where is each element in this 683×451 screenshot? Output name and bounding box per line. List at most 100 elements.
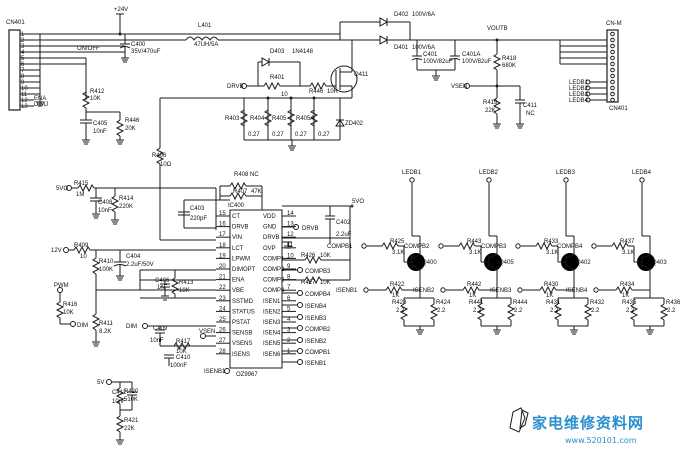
ic-pin-name-10: COMP1 — [263, 256, 285, 262]
r411-ref: R411 — [99, 321, 114, 327]
c406-ref: C406 — [155, 278, 170, 284]
ledb2-pin — [486, 177, 492, 183]
r419-ref: R419 — [483, 100, 498, 106]
ic-pin-name-15: CT — [232, 214, 240, 220]
r410-ref: R410 — [99, 259, 114, 265]
ic-pin-number-13: 13 — [287, 222, 294, 228]
r408-val: NC — [250, 172, 259, 178]
vsen-label: VSEN — [451, 84, 467, 90]
r405a-ref: R405A — [296, 116, 314, 122]
ic-pin-name-8: COMP3 — [263, 278, 285, 284]
ena-net-label: ENA — [34, 96, 46, 102]
compb2-label: COMPB2 — [404, 244, 430, 250]
r436-ref: R436 — [666, 300, 681, 306]
voutb-label: VOUTB — [487, 26, 508, 32]
q402-ref: Q402 — [576, 260, 591, 266]
r420-ref: R420 — [124, 389, 139, 395]
dim-label: DIM — [77, 323, 88, 329]
diode-d403 — [257, 57, 301, 86]
dim2-label: DIM — [126, 324, 137, 330]
r403-ref: R403 — [225, 116, 240, 122]
r417-val: 10K — [176, 349, 187, 355]
capacitor-c411 — [515, 86, 525, 129]
led-channel-2: LEDB2COMPB2R4433.1KQ405ISENB2R4421KR4412… — [404, 170, 528, 335]
r415-ref: R415 — [74, 181, 89, 187]
right-connector-pin-11 — [610, 91, 615, 97]
isenb2-ic-label: ISENB2 — [305, 339, 327, 345]
ic-pin-name-25: PSTAT — [232, 320, 251, 326]
r444-val: 2.2 — [514, 308, 523, 314]
ic-ref: IC400 — [228, 203, 245, 209]
d402-ref: D402 — [394, 12, 409, 18]
ic-pin-name-23: SSTMD — [232, 299, 254, 305]
watermark: 家电维修资料网 www.520101.com — [509, 407, 643, 445]
r433-val: 3.1K — [546, 250, 558, 256]
ic-pin-number-14: 14 — [287, 211, 294, 217]
ledb3-pin — [563, 177, 569, 183]
ic-pin-name-18: LCT — [232, 246, 244, 252]
compb4-label: COMPB4 — [557, 244, 583, 250]
r414-val: 220K — [119, 204, 133, 210]
ic-left-wiring — [96, 269, 216, 301]
on-off-circuit — [73, 51, 125, 145]
left-connector-pin-6: 6 — [21, 62, 25, 68]
ic-pin-number-28: 28 — [219, 349, 226, 355]
r420-val: 510K — [124, 397, 138, 403]
compb3-label: COMPB3 — [481, 244, 507, 250]
capacitor-c401 — [411, 40, 455, 81]
c401a-val: 100V/82uF — [462, 59, 492, 65]
r442-ref: R442 — [467, 282, 482, 288]
r405a-val: 0.27 — [318, 132, 330, 138]
r437-ref: R437 — [620, 239, 635, 245]
ic-pin-number-6: 6 — [287, 296, 291, 302]
ic-pin-number-5: 5 — [287, 306, 291, 312]
r423-ref: R423 — [392, 300, 407, 306]
compb4-ic-label: COMPB4 — [305, 292, 331, 298]
ledb1-label: LEDB1 — [402, 170, 422, 176]
connector-cn-m-right: CN-M CN401 — [559, 21, 628, 112]
pwm-input — [55, 287, 101, 347]
r406-val: 10Ω — [160, 162, 172, 168]
r430-val: 1K — [546, 293, 553, 299]
ic-pin-name-9: COMP2 — [263, 267, 285, 273]
c402-ref: C402 — [336, 220, 351, 226]
compb3-pin — [515, 243, 521, 249]
drvb2-label: DRVB — [302, 226, 319, 232]
r427-ref: R427 — [301, 280, 316, 286]
r446b-val: 20K — [125, 126, 136, 132]
ledb4-conn-label: LEDB4 — [569, 98, 589, 104]
r413-val: 18K — [179, 288, 190, 294]
ic-right-wiring — [282, 204, 354, 365]
r443-ref: R443 — [467, 239, 482, 245]
isenb3-pin — [517, 287, 523, 293]
drvb-label: DRVB — [227, 84, 244, 90]
c411-ref: C411 — [523, 103, 538, 109]
inductor-l401 — [185, 36, 340, 41]
r434-ref: R434 — [620, 282, 635, 288]
ic-pin-name-6: ISEN1 — [263, 299, 281, 305]
isenb3-label: ISENB3 — [490, 288, 512, 294]
ledb2-label: LEDB2 — [479, 170, 499, 176]
r442-val: 1K — [469, 293, 476, 299]
r425-ref: R425 — [390, 239, 405, 245]
v12-label: 12V — [51, 248, 62, 254]
c403-ref: C403 — [190, 206, 205, 212]
ic-pin-number-20: 20 — [219, 264, 226, 270]
ic-pin-number-16: 16 — [219, 222, 226, 228]
r426-val: 10K — [320, 253, 331, 259]
isenb1-left-label: ISENB1 — [204, 369, 226, 375]
resistor-r419 — [492, 86, 502, 129]
compb3-ic-label: COMPB3 — [305, 269, 331, 275]
pwm-label: PWM — [54, 283, 69, 289]
capacitor-c403 — [178, 211, 216, 229]
sense-node-10: 10 — [281, 92, 288, 98]
isenb2-label: ISENB2 — [413, 288, 435, 294]
c401-ref: C401 — [423, 52, 438, 58]
r424-ref: R424 — [436, 300, 451, 306]
q405-ref: Q405 — [499, 260, 514, 266]
led-channel-3: LEDB3COMPB3R4333.1KQ402ISENB3R4301KR4312… — [481, 170, 605, 335]
d401-val: 100V/6A — [412, 45, 435, 51]
ic-pin-number-4: 4 — [287, 317, 291, 323]
isenb1-pin — [363, 287, 369, 293]
